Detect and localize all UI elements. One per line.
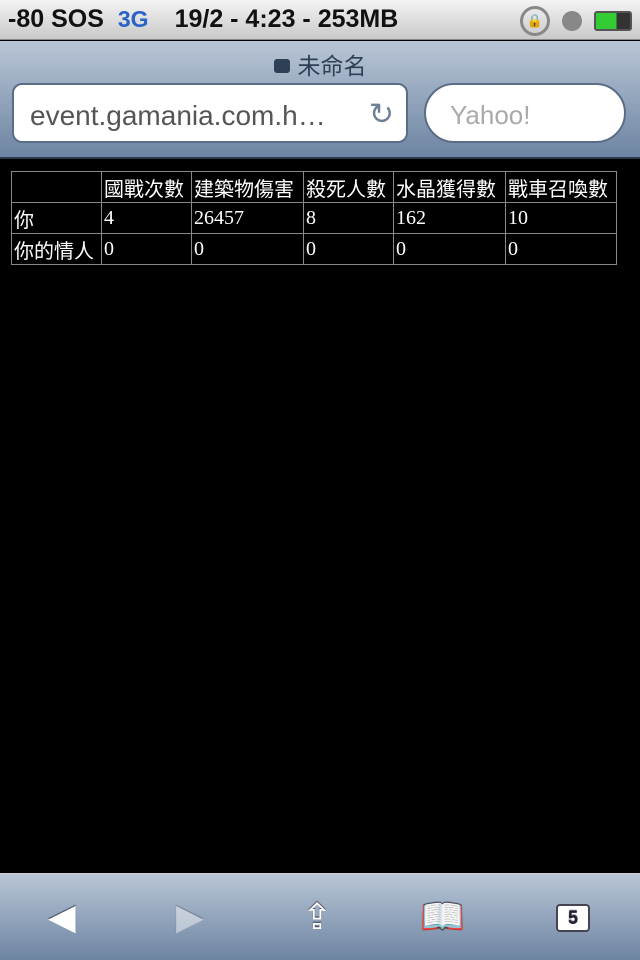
status-bar: -80 SOS 3G 19/2 - 4:23 - 253MB 🔒 [0, 0, 640, 40]
cell: 0 [505, 233, 617, 265]
cell: 26457 [191, 202, 304, 234]
reload-icon[interactable]: ↻ [368, 98, 394, 131]
tabs-button[interactable]: 5 [556, 904, 590, 932]
header-cell: 建築物傷害 [191, 171, 304, 203]
status-info: 19/2 - 4:23 - 253MB [174, 5, 399, 33]
browser-toolbar: ◀ ▶ ⇪ 📖 5 [0, 873, 640, 960]
header-cell: 水晶獲得數 [393, 171, 506, 203]
table-header-row: 國戰次數 建築物傷害 殺死人數 水晶獲得數 戰車召喚數 [11, 171, 617, 203]
cell: 你的情人 [11, 233, 102, 265]
page-title: 未命名 [297, 53, 367, 79]
cell: 4 [101, 202, 192, 234]
url-field[interactable]: event.gamania.com.h… ↻ [12, 83, 408, 143]
table-row: 你的情人 0 0 0 0 0 [11, 233, 617, 265]
forward-icon[interactable]: ▶ [176, 896, 204, 937]
share-icon[interactable]: ⇪ [302, 896, 333, 937]
cell: 0 [393, 233, 506, 265]
cell: 10 [505, 202, 617, 234]
bookmarks-icon[interactable]: 📖 [420, 896, 465, 937]
carrier: -80 SOS [8, 5, 104, 33]
cell: 你 [11, 202, 102, 234]
rotation-lock-icon: 🔒 [520, 6, 550, 36]
network-type: 3G [117, 6, 149, 32]
alarm-icon [562, 11, 582, 31]
cell: 0 [101, 233, 192, 265]
lock-icon [273, 59, 290, 73]
url-text: event.gamania.com.h… [30, 100, 326, 131]
table-row: 你 4 26457 8 162 10 [11, 202, 617, 234]
header-cell: 國戰次數 [101, 171, 192, 203]
stats-table: 國戰次數 建築物傷害 殺死人數 水晶獲得數 戰車召喚數 你 4 26457 8 … [11, 171, 617, 265]
browser-navbar: 未命名 event.gamania.com.h… ↻ Yahoo! [0, 41, 640, 159]
header-cell [11, 171, 102, 203]
header-cell: 殺死人數 [303, 171, 394, 203]
cell: 8 [303, 202, 394, 234]
back-icon[interactable]: ◀ [48, 896, 76, 937]
search-field[interactable]: Yahoo! [424, 83, 626, 143]
cell: 162 [393, 202, 506, 234]
battery-icon [594, 11, 632, 31]
header-cell: 戰車召喚數 [505, 171, 617, 203]
cell: 0 [191, 233, 304, 265]
cell: 0 [303, 233, 394, 265]
